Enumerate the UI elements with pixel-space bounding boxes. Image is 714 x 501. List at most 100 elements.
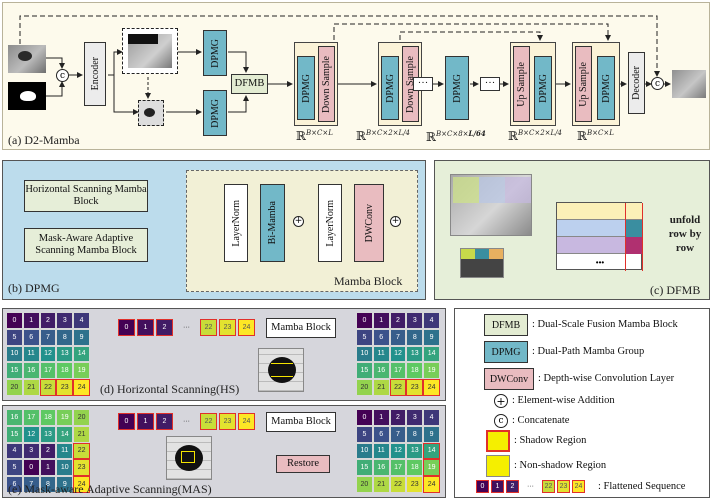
grid-cell: 14 [423,345,440,363]
grid-cell: 11 [372,442,390,460]
grid-cell: 2 [389,409,407,426]
grid-cell: 4 [423,312,440,329]
grid-cell: 5 [6,328,23,346]
grid-cell: 16 [6,409,23,426]
sequence-token: 24 [238,319,255,336]
caption-a: (a) D2-Mamba [8,133,80,147]
caption-b: (b) DPMG [8,281,60,295]
grid-cell: 1 [372,312,390,329]
grid-cell: 23 [406,476,424,493]
grid-cell: 14 [56,425,74,443]
grid-cell: 5 [356,425,373,443]
grid-cell: 1 [39,459,57,477]
sequence-token: 2 [156,413,173,430]
legend-dwconv-swatch: DWConv [484,368,534,390]
add-icon-2: + [390,216,401,227]
bottleneck-dpmg: DPMG [445,56,469,120]
grid-cell: 11 [56,442,74,460]
output-image [672,70,706,98]
sequence-token: 22 [542,480,555,493]
grid-cell: 14 [423,442,440,460]
dfmb-patch-large [450,174,532,236]
grid-cell: 8 [39,476,57,493]
grid-cell: 15 [6,362,23,380]
grid-cell: 10 [6,345,23,363]
grid-cell: 16 [372,362,390,380]
grid-cell: 6 [22,328,40,346]
grid-cell: 22 [73,442,90,460]
grid-cell: 8 [406,328,424,346]
dwconv: DWConv [354,184,384,262]
hs-scan-illustration [258,348,304,392]
addition-icon: c [651,77,664,90]
dim-label-1: ℝB×C×L [296,129,333,143]
sequence-ellipsis: ··· [183,418,190,425]
legend-dfmb-swatch: DFMB [484,314,528,336]
grid-cell: 17 [22,409,40,426]
sequence-token: 1 [137,413,154,430]
dfmb-patch-small [460,248,504,278]
grid-cell: 20 [73,409,90,426]
grid-cell: 19 [423,362,440,380]
grid-cell: 0 [356,312,373,329]
sequence-token: 23 [219,319,236,336]
grid-cell: 24 [423,476,440,493]
feature-crop-small [138,100,164,126]
grid-cell: 24 [73,476,90,493]
layernorm-1: LayerNorm [224,184,248,262]
grid-cell: 4 [73,312,90,329]
legend-concat-icon: c [494,414,508,428]
grid-cell: 17 [389,459,407,477]
grid-cell: 10 [356,442,373,460]
input-mask-image [8,82,46,110]
grid-cell: 13 [56,345,74,363]
grid-cell: 21 [22,379,40,396]
sequence-ellipsis: ··· [183,324,190,331]
caption-e: (e) Mask-aware Adaptive Scanning(MAS) [8,482,212,496]
grid-cell: 10 [56,459,74,477]
grid-cell: 13 [406,442,424,460]
input-shadow-image [8,45,46,73]
grid-cell: 8 [406,425,424,443]
grid-cell: 21 [372,476,390,493]
grid-cell: 15 [356,459,373,477]
legend-add-icon: + [494,394,508,408]
grid-cell: 21 [73,425,90,443]
sequence-token: 0 [476,480,489,493]
dim-label-4: ℝB×C×2×L/4 [508,129,563,143]
grid-cell: 12 [389,442,407,460]
ellipsis-box-1: ··· [413,77,433,91]
grid-cell: 12 [389,345,407,363]
grid-cell: 7 [22,476,40,493]
sequence-token: 24 [572,480,585,493]
grid-cell: 3 [406,409,424,426]
grid-cell: 3 [56,312,74,329]
grid-cell: 4 [423,409,440,426]
legend-dpmg-text: : Dual-Path Mamba Group [532,346,645,357]
stage-3-dpmg: DPMG [534,56,552,120]
unfold-table: ••• [556,202,643,271]
grid-cell: 5 [356,328,373,346]
grid-cell: 7 [389,425,407,443]
grid-cell: 5 [6,459,23,477]
grid-cell: 20 [356,379,373,396]
grid-cell: 14 [73,345,90,363]
grid-cell: 13 [39,425,57,443]
grid-cell: 6 [372,425,390,443]
caption-c: (c) DFMB [650,283,701,297]
add-icon-1: + [293,216,304,227]
grid-cell: 9 [56,476,74,493]
grid-cell: 19 [73,362,90,380]
legend-dwconv-text: : Depth-wise Convolution Layer [538,373,675,384]
grid-cell: 16 [22,362,40,380]
mamba-block-title: Mamba Block [334,274,403,288]
grid-cell: 19 [423,459,440,477]
legend-dpmg-swatch: DPMG [484,341,528,363]
grid-cell: 12 [22,425,40,443]
legend-flat-text: : Flattened Sequence [598,481,686,492]
bi-mamba: Bi-Mamba [260,184,285,262]
